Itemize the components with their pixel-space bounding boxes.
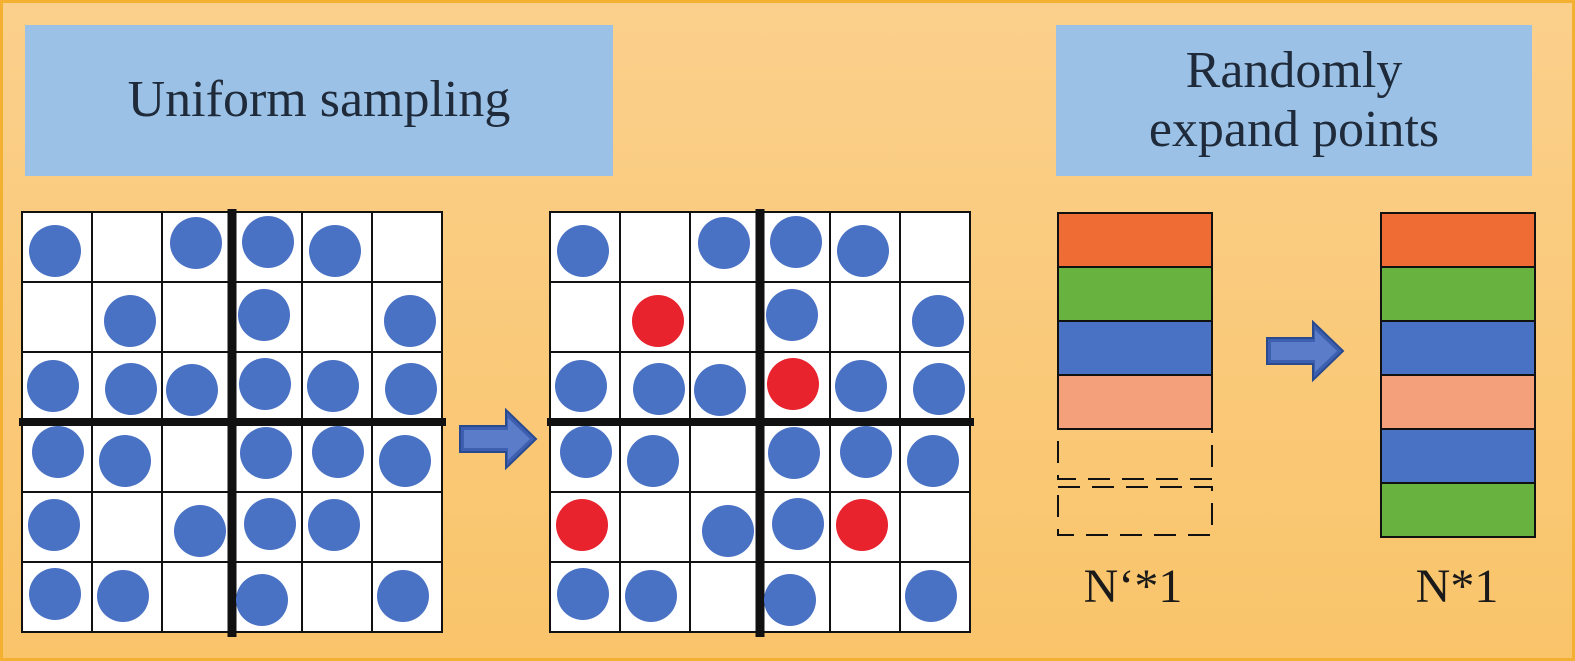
point-blue [766, 289, 818, 341]
point-blue [170, 217, 222, 269]
sampled-point-red [836, 499, 888, 551]
point-blue [835, 360, 887, 412]
feature-stack-svg [1380, 212, 1536, 538]
point-blue [242, 216, 294, 268]
point-blue [240, 427, 292, 479]
point-blue [768, 427, 820, 479]
point-blue [557, 225, 609, 277]
point-blue [308, 499, 360, 551]
point-blue [633, 363, 685, 415]
point-blue [698, 217, 750, 269]
feature-block-blue [1380, 320, 1536, 376]
feature-block-green [1380, 482, 1536, 538]
uniform-sampling-title-text: Uniform sampling [127, 71, 511, 129]
feature-block-orange [1380, 212, 1536, 268]
point-blue [764, 574, 816, 626]
arrow-right-icon [458, 407, 538, 474]
empty-slot [1057, 486, 1213, 536]
point-blue [238, 289, 290, 341]
point-blue [702, 505, 754, 557]
point-blue [236, 574, 288, 626]
point-blue [309, 225, 361, 277]
point-blue [239, 358, 291, 410]
randomly-expand-title: Randomly expand points [1056, 25, 1532, 176]
point-blue [29, 225, 81, 277]
point-blue [379, 435, 431, 487]
point-blue [105, 363, 157, 415]
sampled-point-red [632, 295, 684, 347]
point-blue [625, 570, 677, 622]
point-blue [907, 435, 959, 487]
point-blue [694, 364, 746, 416]
point-blue [560, 426, 612, 478]
point-blue [29, 568, 81, 620]
point-blue [912, 295, 964, 347]
point-blue [174, 505, 226, 557]
point-blue [555, 360, 607, 412]
point-blue [770, 216, 822, 268]
point-blue [97, 570, 149, 622]
feature-block-green [1057, 266, 1213, 322]
feature-stack-before [1056, 211, 1214, 543]
sampled-point-red [767, 358, 819, 410]
feature-block-green [1380, 266, 1536, 322]
arrow-right-icon [1265, 319, 1345, 386]
sampling-grid-svg [19, 209, 446, 637]
feature-block-salmon [1380, 374, 1536, 430]
point-blue [905, 570, 957, 622]
grid-after-sampling [547, 209, 974, 637]
feature-block-orange [1057, 212, 1213, 268]
sampled-point-red [556, 499, 608, 551]
grid-before-sampling [19, 209, 446, 637]
point-blue [837, 225, 889, 277]
sampling-grid-svg [547, 209, 974, 637]
point-blue [27, 360, 79, 412]
point-blue [244, 498, 296, 550]
point-blue [557, 568, 609, 620]
point-blue [99, 435, 151, 487]
feature-stack-svg [1057, 212, 1213, 536]
point-blue [627, 435, 679, 487]
point-blue [840, 426, 892, 478]
point-blue [166, 364, 218, 416]
randomly-expand-title-text: Randomly expand points [1148, 42, 1440, 158]
point-blue [385, 363, 437, 415]
feature-block-salmon [1057, 374, 1213, 430]
point-blue [913, 363, 965, 415]
point-blue [772, 498, 824, 550]
label-n: N*1 [1415, 560, 1499, 613]
point-blue [384, 295, 436, 347]
point-blue [307, 360, 359, 412]
uniform-sampling-title: Uniform sampling [25, 25, 613, 176]
feature-block-blue [1057, 320, 1213, 376]
point-blue [28, 499, 80, 551]
point-blue [104, 295, 156, 347]
feature-stack-after [1379, 211, 1537, 543]
feature-block-blue [1380, 428, 1536, 484]
label-n-prime: N‘*1 [1083, 560, 1183, 613]
empty-slot [1057, 428, 1213, 480]
point-blue [32, 426, 84, 478]
point-blue [377, 570, 429, 622]
point-blue [312, 426, 364, 478]
